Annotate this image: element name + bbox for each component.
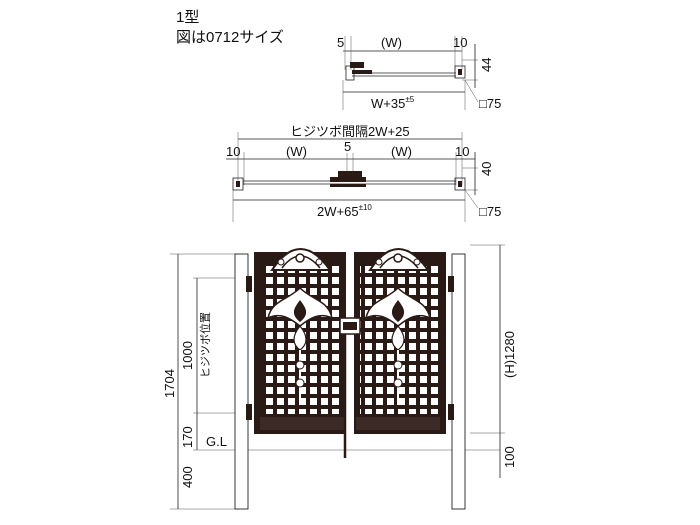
dim-bottom-gap: 170 bbox=[180, 426, 195, 448]
dim-gate-height: (H)1280 bbox=[502, 331, 517, 378]
size-label: 図は0712サイズ bbox=[176, 29, 284, 46]
post-size-label: □75 bbox=[479, 204, 501, 219]
plan-view-single: 5 (W) 10 44 W+35±5 □75 bbox=[337, 35, 501, 111]
dim-width-left: (W) bbox=[286, 144, 307, 159]
gate-leaf-left bbox=[254, 248, 346, 434]
hinge-pitch-label: ヒジツボ間隔2W+25 bbox=[290, 124, 410, 139]
dim-left-offset: 10 bbox=[226, 144, 240, 159]
type-label: 1型 bbox=[176, 9, 199, 26]
dim-total-height: 1704 bbox=[162, 369, 177, 398]
dim-overall-width: W+35±5 bbox=[371, 95, 415, 111]
dim-right-offset: 10 bbox=[453, 35, 467, 50]
right-post bbox=[451, 253, 466, 510]
ground-level-label: G.L bbox=[206, 434, 227, 449]
dim-left-offset: 5 bbox=[337, 35, 344, 50]
dim-width-right: (W) bbox=[391, 144, 412, 159]
dim-depth: 40 bbox=[479, 162, 494, 176]
left-post bbox=[234, 253, 249, 510]
dim-center-gap: 5 bbox=[344, 139, 351, 154]
dim-clearance: 100 bbox=[502, 446, 517, 468]
dim-width: (W) bbox=[381, 35, 402, 50]
dim-right-offset: 10 bbox=[455, 144, 469, 159]
elevation-view: 1704 1000 ヒジツボ位置 170 G.L 400 (H)1280 100 bbox=[162, 244, 517, 510]
gate-leaf-right bbox=[354, 248, 446, 434]
post-size-label: □75 bbox=[479, 96, 501, 111]
hinge-position-label: ヒジツボ位置 bbox=[198, 312, 212, 378]
plan-view-double: ヒジツボ間隔2W+25 10 (W) 5 (W) 10 40 2 bbox=[226, 124, 501, 222]
dim-depth: 44 bbox=[479, 58, 494, 72]
dim-hinge-span: 1000 bbox=[180, 341, 195, 370]
dim-embed-depth: 400 bbox=[180, 466, 195, 488]
dim-overall-width: 2W+65±10 bbox=[317, 203, 372, 219]
